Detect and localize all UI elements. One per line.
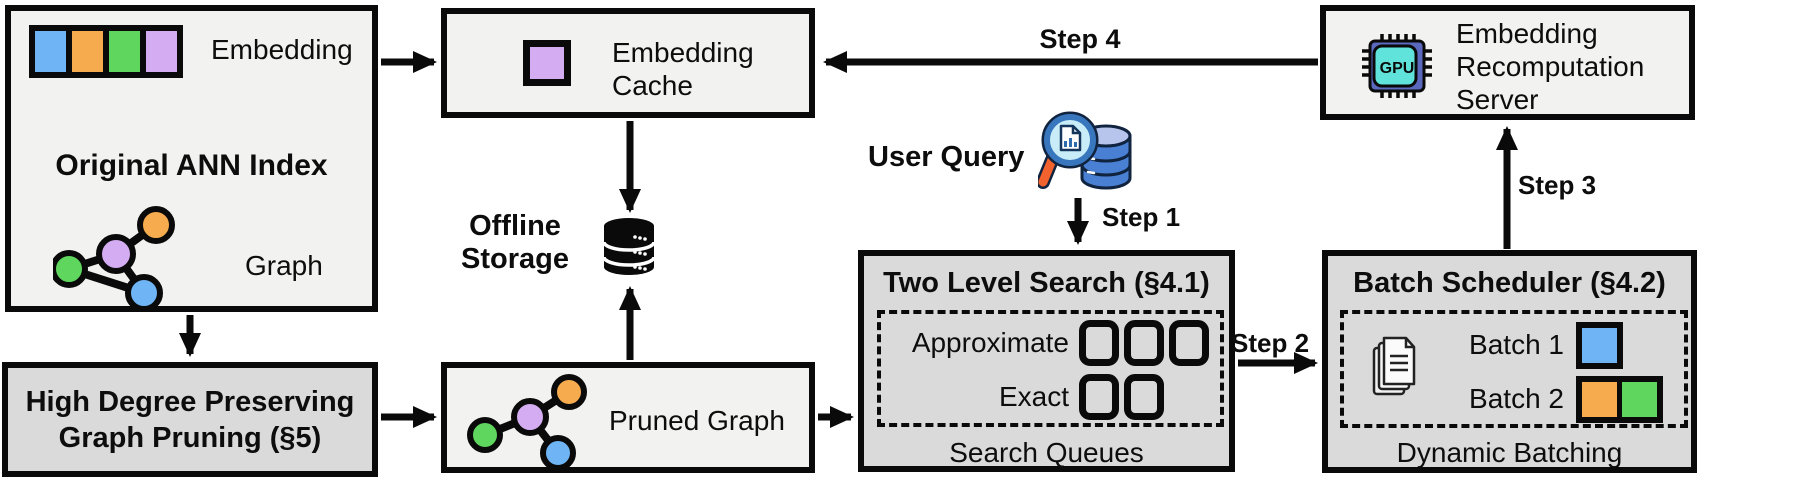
pruned-graph-label: Pruned Graph [609,405,785,436]
queue-slot-icon [1124,320,1164,366]
cached-embedding-icon [523,40,571,86]
embedding-cache-label-line2: Cache [612,70,693,101]
server-label-line3: Server [1456,84,1539,115]
batch-2-cell-orange [1582,382,1617,417]
embedding-cell-blue [29,25,72,78]
batch-scheduler-title: Batch Scheduler (§4.2) [1353,267,1666,299]
batch-2-query-icons [1576,376,1663,423]
graph-pruning-title-line2: Graph Pruning (§5) [58,422,322,454]
queue-slot-icon [1079,320,1119,366]
embedding-label: Embedding [211,34,353,65]
offline-storage-label-line2: Storage [461,243,569,275]
server-label-line1: Embedding [1456,18,1598,49]
user-query-icon [1038,111,1132,190]
server-label-line2: Recomputation [1456,51,1645,82]
original-ann-index-title: Original ANN Index [55,149,328,182]
embedding-cache-label-line1: Embedding [612,37,754,68]
step-3-label: Step 3 [1518,170,1597,200]
two-level-search-box: Two Level Search (§4.1) Approximate Exac… [858,250,1235,472]
approximate-queue-icons [1079,320,1209,366]
embedding-vector-icon [29,25,183,78]
batch-1-label: Batch 1 [1469,329,1564,360]
queue-slot-icon [1124,374,1164,420]
search-queues-caption: Search Queues [949,437,1144,468]
offline-storage-label-line1: Offline [469,210,561,242]
graph-icon [53,206,175,312]
pruned-graph-box: Pruned Graph [441,362,815,473]
batch-2-cell-green [1622,382,1657,417]
graph-pruning-title-line1: High Degree Preserving [25,386,355,418]
batch-1-query-icon [1576,322,1623,369]
original-ann-index-box: Embedding Original ANN Index Graph [5,5,378,312]
gpu-chip-icon: GPU [1362,34,1432,98]
step-1-label: Step 1 [1102,202,1181,232]
queue-slot-icon [1169,320,1209,366]
step-4-label: Step 4 [1039,24,1121,54]
batch-scheduler-box: Batch Scheduler (§4.2) Batch 1 Batch 2 [1322,250,1697,473]
approximate-queue-label: Approximate [911,327,1069,358]
pruned-graph-icon [467,374,587,469]
step-2-label: Step 2 [1231,328,1310,358]
search-queues-dashed-area: Approximate Exact [877,310,1224,427]
queue-slot-icon [1079,374,1119,420]
gpu-chip-label: GPU [1380,60,1415,77]
dynamic-batching-dashed-area: Batch 1 Batch 2 [1340,310,1688,428]
graph-pruning-box: High Degree Preserving Graph Pruning (§5… [2,362,378,477]
embedding-cell-purple [140,25,183,78]
dynamic-batching-caption: Dynamic Batching [1396,437,1623,468]
query-documents-icon [1372,336,1416,396]
batch-2-label: Batch 2 [1469,383,1564,414]
recomputation-server-box: GPU Embedding Recomputation Server [1320,5,1695,120]
exact-queue-icons [1079,374,1164,420]
embedding-cache-box: Embedding Cache [441,8,815,118]
user-query-label: User Query [868,141,1025,173]
exact-queue-label: Exact [998,381,1069,412]
database-storage-icon [602,218,656,275]
two-level-search-title: Two Level Search (§4.1) [883,267,1210,299]
graph-label: Graph [245,250,323,281]
